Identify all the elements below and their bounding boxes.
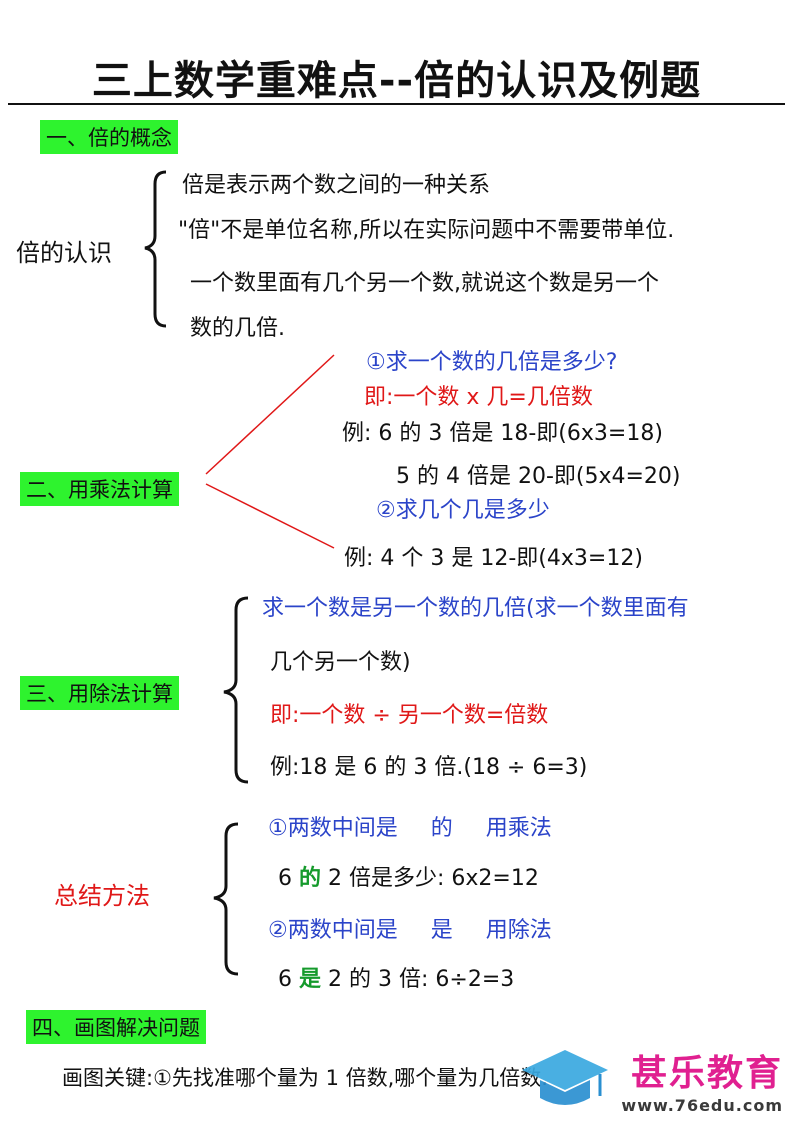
brace-summary (213, 822, 239, 976)
summary-example-2: 6 是 2 的 3 倍: 6÷2=3 (278, 961, 514, 993)
section3-heading: 三、用除法计算 (20, 676, 179, 710)
red-line-upper (205, 354, 335, 475)
summary-example-1-b: 2 倍是多少: 6x2=12 (321, 866, 539, 891)
summary-rule-1: ①两数中间是 的 用乘法 (268, 810, 552, 842)
summary-example-2-b: 2 的 3 倍: 6÷2=3 (321, 967, 515, 992)
summary-rule-1-suffix: 用乘法 (485, 816, 552, 841)
summary-example-2-key: 是 (299, 967, 322, 992)
watermark-name: 甚乐教育 (630, 1053, 783, 1094)
brace-section1 (144, 170, 167, 328)
section2-formula: 即:一个数 x 几=几倍数 (364, 385, 593, 410)
section2-example-3: 例: 4 个 3 是 12-即(4x3=12) (344, 546, 643, 571)
section1-line-2: "倍"不是单位名称,所以在实际问题中不需要带单位. (178, 218, 675, 243)
section2-question-1: ①求一个数的几倍是多少? (366, 350, 618, 375)
section1-line-3: 一个数里面有几个另一个数,就说这个数是另一个 (190, 271, 659, 296)
page-title: 三上数学重难点--倍的认识及例题 (91, 58, 702, 104)
title-divider (8, 103, 785, 105)
section3-question-line-1: 求一个数是另一个数的几倍(求一个数里面有 (262, 596, 689, 621)
section1-line-4: 数的几倍. (190, 316, 285, 341)
section2-example-2: 5 的 4 倍是 20-即(5x4=20) (396, 464, 681, 489)
summary-rule-2: ②两数中间是 是 用除法 (268, 912, 552, 944)
summary-rule-1-keyword: 的 (430, 816, 453, 841)
section2-question-2: ②求几个几是多少 (376, 498, 550, 523)
summary-rule-2-suffix: 用除法 (485, 918, 552, 943)
watermark-logo: 甚乐教育 www.76edu.com (621, 1044, 783, 1115)
summary-label: 总结方法 (54, 882, 150, 910)
section3-example: 例:18 是 6 的 3 倍.(18 ÷ 6=3) (270, 755, 588, 780)
section1-heading: 一、倍的概念 (40, 120, 178, 154)
brace-section3 (223, 596, 249, 784)
watermark-url: www.76edu.com (621, 1096, 783, 1115)
summary-example-1-a: 6 (278, 866, 299, 891)
summary-example-1-key: 的 (299, 866, 322, 891)
summary-rule-2-keyword: 是 (430, 918, 453, 943)
section4-heading: 四、画图解决问题 (26, 1010, 206, 1044)
section4-text: 画图关键:①先找准哪个量为 1 倍数,哪个量为几倍数. (62, 1066, 548, 1090)
summary-example-2-a: 6 (278, 967, 299, 992)
summary-rule-1-prefix: ①两数中间是 (268, 816, 398, 841)
summary-rule-2-prefix: ②两数中间是 (268, 918, 398, 943)
section3-question-line-2: 几个另一个数) (270, 650, 411, 675)
section1-label: 倍的认识 (16, 239, 112, 267)
section2-example-1: 例: 6 的 3 倍是 18-即(6x3=18) (342, 421, 663, 446)
graduation-cap-icon (522, 1050, 608, 1105)
red-line-lower (205, 483, 335, 549)
section2-heading: 二、用乘法计算 (20, 472, 179, 506)
section1-line-1: 倍是表示两个数之间的一种关系 (182, 173, 491, 198)
summary-example-1: 6 的 2 倍是多少: 6x2=12 (278, 860, 539, 892)
section3-formula: 即:一个数 ÷ 另一个数=倍数 (270, 703, 549, 728)
